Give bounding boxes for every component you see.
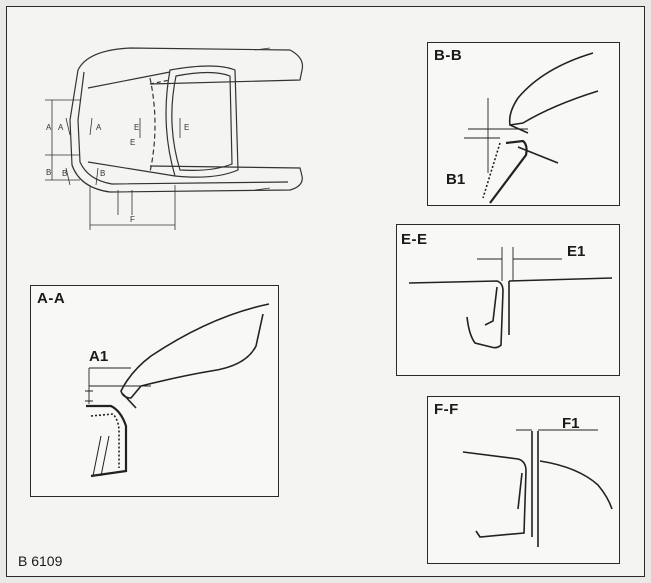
section-mark-e-left: E bbox=[134, 123, 139, 132]
callout-b1: B1 bbox=[446, 171, 466, 188]
section-drawing-bb bbox=[464, 52, 599, 204]
section-mark-a-left: A bbox=[58, 123, 64, 132]
section-drawing-aa bbox=[85, 303, 270, 478]
section-mark-a-right: A bbox=[96, 123, 102, 132]
section-title-ff: F-F bbox=[434, 401, 459, 418]
callout-a1: A1 bbox=[89, 348, 109, 365]
callout-e1: E1 bbox=[567, 243, 586, 260]
section-panel-ee: E-E E1 bbox=[396, 224, 620, 376]
section-panel-aa: A-A A1 bbox=[30, 285, 279, 497]
section-title-ee: E-E bbox=[401, 231, 428, 248]
section-title-bb: B-B bbox=[434, 47, 463, 64]
section-title-aa: A-A bbox=[37, 290, 66, 307]
dim-label-b: B bbox=[46, 168, 51, 177]
dim-label-a: A bbox=[46, 123, 52, 132]
section-mark-b-right: B bbox=[100, 169, 105, 178]
section-panel-bb: B-B B1 bbox=[427, 42, 620, 206]
callout-f1: F1 bbox=[562, 415, 580, 432]
section-drawing-ff bbox=[462, 429, 613, 547]
section-mark-e-lower: E bbox=[130, 138, 135, 147]
section-panel-ff: F-F F1 bbox=[427, 396, 620, 564]
section-mark-e-right: E bbox=[184, 123, 189, 132]
section-drawing-ee bbox=[408, 247, 613, 349]
section-mark-b-left: B bbox=[62, 169, 67, 178]
dim-label-f: F bbox=[130, 215, 135, 224]
figure-code: B 6109 bbox=[18, 553, 63, 569]
